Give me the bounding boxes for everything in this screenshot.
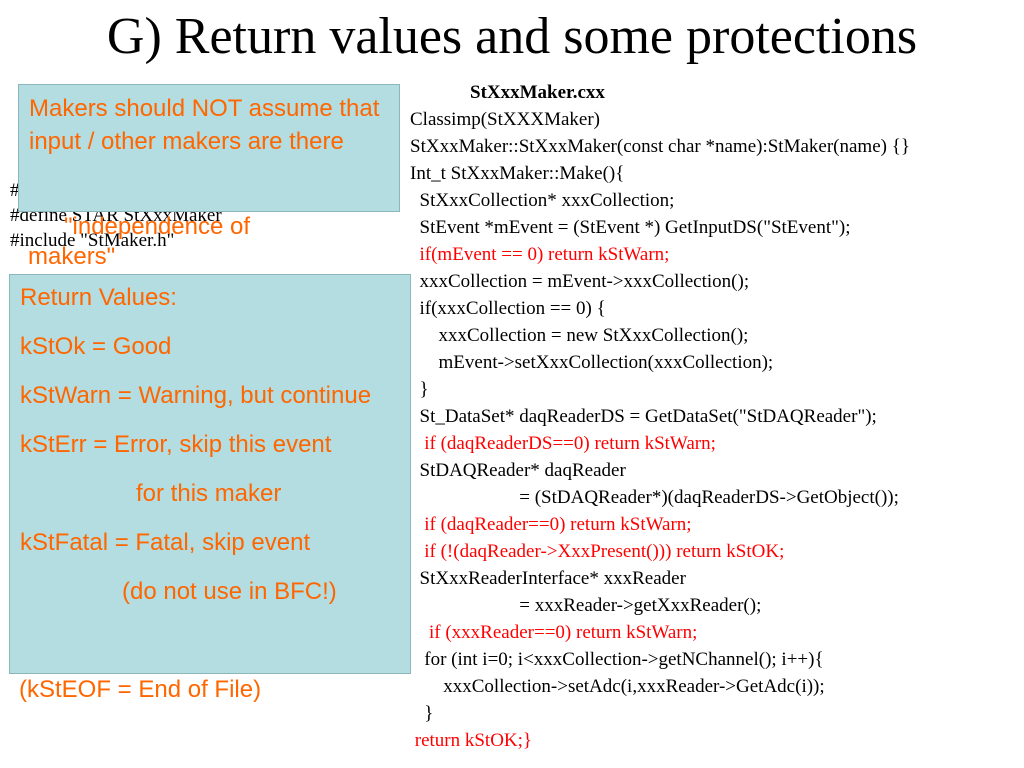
code-line-hash: #: [10, 180, 20, 201]
code-line: }: [410, 379, 429, 400]
code-line: xxxCollection = new StXxxCollection();: [410, 325, 749, 346]
code-filename: StXxxMaker.cxx: [470, 82, 605, 103]
code-line: if (xxxReader==0) return kStWarn;: [410, 622, 698, 643]
code-line: }: [410, 703, 434, 724]
code-line: = xxxReader->getXxxReader();: [410, 595, 762, 616]
code-line: St_DataSet* daqReaderDS = GetDataSet("St…: [410, 406, 877, 427]
code-line: StXxxReaderInterface* xxxReader: [410, 568, 686, 589]
return-values-heading: Return Values:: [20, 284, 177, 311]
code-line: = (StDAQReader*)(daqReaderDS->GetObject(…: [410, 487, 899, 508]
return-values-box: Return Values: kStOk = Good kStWarn = Wa…: [9, 274, 411, 674]
code-line: StXxxCollection* xxxCollection;: [410, 190, 675, 211]
return-ok: kStOk = Good: [20, 333, 172, 360]
code-line: for (int i=0; i<xxxCollection->getNChann…: [410, 649, 824, 670]
code-line: if (daqReaderDS==0) return kStWarn;: [410, 433, 716, 454]
code-line: mEvent->setXxxCollection(xxxCollection);: [410, 352, 774, 373]
makers-note-box: Makers should NOT assume that input / ot…: [18, 84, 400, 212]
code-line: xxxCollection->setAdc(i,xxxReader->GetAd…: [410, 676, 825, 697]
return-warn: kStWarn = Warning, but continue: [20, 382, 372, 409]
code-line: if(xxxCollection == 0) {: [410, 298, 606, 319]
code-line-include: #include "StMaker.h": [10, 230, 175, 251]
independence-note: "independence of makers": [28, 212, 308, 272]
makers-note-text: Makers should NOT assume that input / ot…: [29, 95, 380, 155]
return-err-continued: for this maker: [136, 480, 282, 507]
return-fatal-continued: (do not use in BFC!): [122, 578, 337, 605]
code-line: xxxCollection = mEvent->xxxCollection();: [410, 271, 750, 292]
code-line: Classimp(StXXXMaker): [410, 109, 600, 130]
independence-line-2: makers": [28, 243, 116, 270]
slide-title: G) Return values and some protections: [106, 8, 918, 65]
code-line: if(mEvent == 0) return kStWarn;: [410, 244, 670, 265]
code-line: if (daqReader==0) return kStWarn;: [410, 514, 692, 535]
return-eof: (kStEOF = End of File): [19, 676, 262, 703]
code-lines: Classimp(StXXXMaker)StXxxMaker::StXxxMak…: [410, 106, 910, 754]
independence-line-1: "independence of: [64, 213, 251, 240]
code-line: StXxxMaker::StXxxMaker(const char *name)…: [410, 136, 910, 157]
code-line: StEvent *mEvent = (StEvent *) GetInputDS…: [410, 217, 851, 238]
code-line: return kStOK;}: [410, 730, 533, 751]
return-err: kStErr = Error, skip this event: [20, 431, 332, 458]
code-line: StDAQReader* daqReader: [410, 460, 626, 481]
code-listing: StXxxMaker.cxx Classimp(StXXXMaker)StXxx…: [410, 80, 910, 754]
code-line: Int_t StXxxMaker::Make(){: [410, 163, 625, 184]
return-fatal: kStFatal = Fatal, skip event: [20, 529, 311, 556]
code-line: if (!(daqReader->XxxPresent())) return k…: [410, 541, 785, 562]
